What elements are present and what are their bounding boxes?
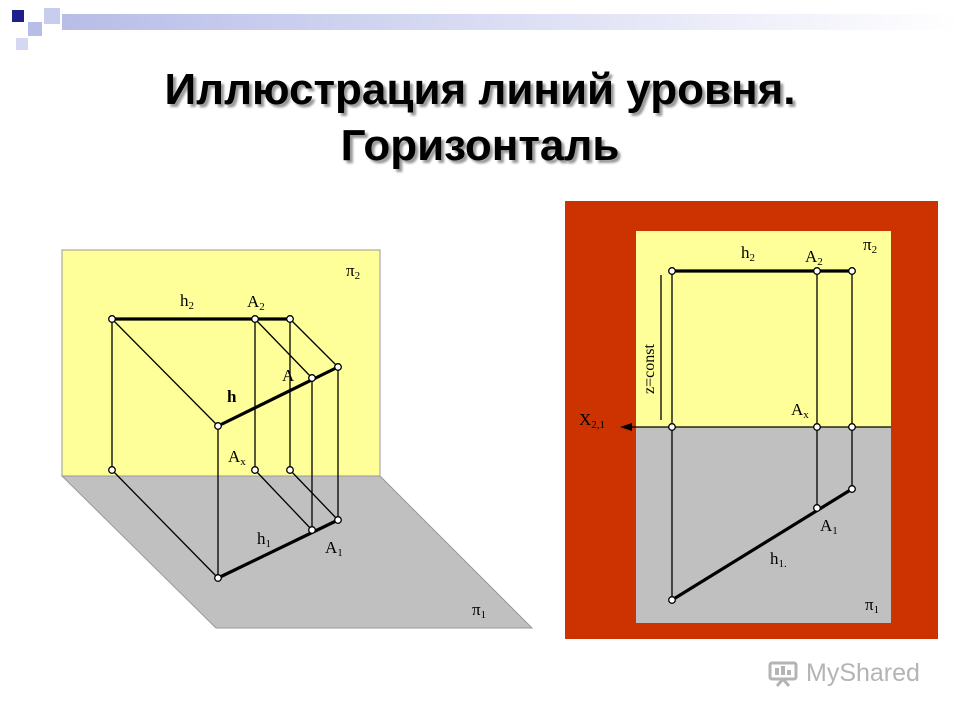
- x-axis-arrow-icon: [620, 423, 632, 431]
- label-Ax: Ax: [228, 447, 246, 468]
- myshared-watermark: MyShared: [768, 656, 938, 692]
- label-h1: h1: [257, 529, 271, 550]
- label-Ax: Ax: [791, 400, 809, 421]
- projector-line: [111, 469, 219, 579]
- slide-title: Иллюстрация линий уровня. Горизонталь: [0, 62, 960, 174]
- label-A: A: [282, 366, 295, 385]
- label-h2: h2: [180, 291, 194, 312]
- title-line-2: Горизонталь: [340, 121, 620, 170]
- label-h2: h2: [741, 243, 755, 264]
- horizontal-h1-line: [671, 487, 853, 602]
- label-pi2: π2: [346, 261, 360, 282]
- point-marker: [308, 526, 316, 534]
- point-marker: [286, 466, 294, 474]
- horizontal-h-line: [217, 365, 339, 428]
- projector-line: [289, 469, 339, 521]
- label-A1: A1: [325, 538, 343, 559]
- deco-square: [44, 8, 60, 24]
- label-h1: h1.: [770, 549, 787, 570]
- deco-square: [12, 10, 24, 22]
- point-marker: [214, 574, 222, 582]
- label-A2: A2: [247, 292, 265, 313]
- deco-square: [16, 38, 28, 50]
- label-pi1: π1: [865, 595, 879, 616]
- corner-decoration: [0, 0, 70, 56]
- point-marker: [308, 374, 316, 382]
- point-marker: [334, 363, 342, 371]
- title-line-1: Иллюстрация линий уровня.: [164, 65, 796, 114]
- projector-line: [111, 318, 219, 427]
- point-marker: [334, 516, 342, 524]
- deco-square: [28, 22, 42, 36]
- point-marker: [813, 267, 821, 275]
- label-A2: A2: [805, 247, 823, 268]
- point-marker: [214, 422, 222, 430]
- label-A1: A1: [820, 516, 838, 537]
- point-marker: [668, 596, 676, 604]
- point-marker: [813, 504, 821, 512]
- projector-line: [289, 318, 339, 368]
- point-marker: [286, 315, 294, 323]
- label-h: h: [227, 387, 237, 406]
- projector-line: [254, 469, 313, 531]
- point-marker: [251, 315, 259, 323]
- label-pi2: π2: [863, 235, 877, 256]
- watermark-text: MyShared: [806, 659, 920, 687]
- label-x21: X2,1: [579, 410, 605, 431]
- point-marker: [848, 423, 856, 431]
- point-marker: [251, 466, 259, 474]
- horizontal-field-pi1: [636, 427, 891, 623]
- frontal-field-pi2: [636, 231, 891, 427]
- point-marker: [668, 423, 676, 431]
- projector-line: [254, 318, 313, 379]
- point-marker: [848, 267, 856, 275]
- label-pi1: π1: [472, 600, 486, 621]
- point-marker: [668, 267, 676, 275]
- presentation-icon: [768, 661, 798, 687]
- point-marker: [108, 315, 116, 323]
- point-marker: [108, 466, 116, 474]
- point-marker: [848, 485, 856, 493]
- label-zconst: z=const: [641, 344, 658, 394]
- point-marker: [813, 423, 821, 431]
- top-gradient-bar: [62, 14, 960, 30]
- horizontal-plane-pi1: [60, 475, 534, 629]
- horizontal-h1-line: [217, 518, 339, 580]
